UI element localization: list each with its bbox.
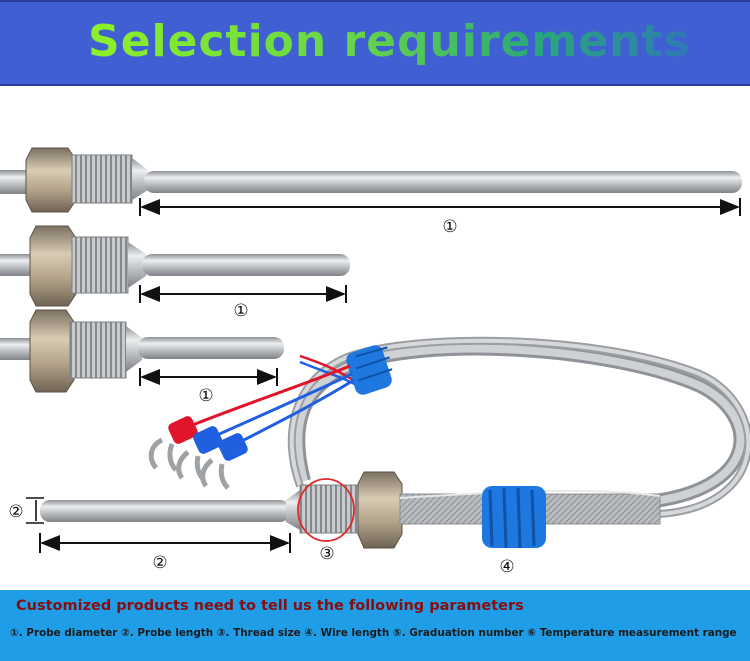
cable-sleeve-bottom [482,486,546,549]
footer-heading: Customized products need to tell us the … [16,598,524,614]
page-title: Selection requirements [88,16,691,67]
label-probe-length-long: ① [442,217,457,237]
product-diagram: ① ① ① [0,86,750,590]
probe-assembled [40,471,661,549]
footer-parameter-list: ①. Probe diameter ②. Probe length ③. Thr… [10,627,737,639]
probe-short [0,309,284,393]
probe-illustration: ① ① ① [0,147,750,577]
label-probe-length-short: ① [198,386,213,406]
diameter-marker [26,497,44,524]
terminal-red [148,416,198,472]
probe-medium [0,225,350,307]
lead-wires [189,364,355,444]
label-thread-size: ③ [319,544,334,564]
label-probe-length-bottom: ② [152,553,167,573]
label-wire-length: ④ [499,557,514,577]
thread-highlight-circle [297,478,355,542]
cable-sleeve-top [346,345,393,395]
label-probe-diameter: ② [8,502,23,522]
terminal-blue-2 [200,433,248,490]
title-banner: Selection requirements [0,0,750,86]
label-probe-length-medium: ① [233,301,248,321]
probe-long [0,147,742,213]
parameters-footer: Customized products need to tell us the … [0,590,750,661]
braided-cable [287,336,750,518]
